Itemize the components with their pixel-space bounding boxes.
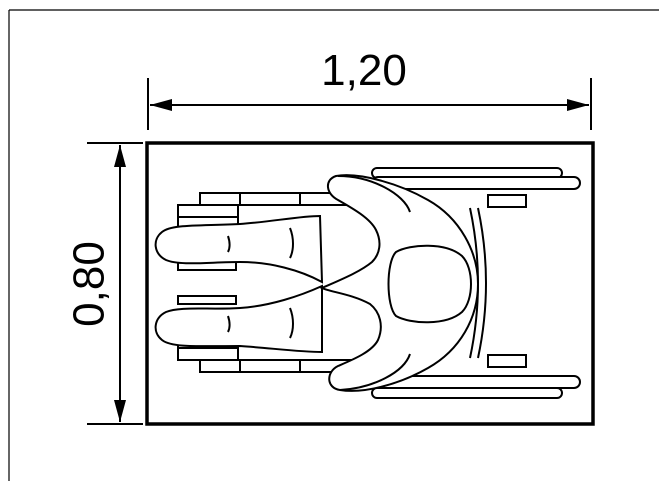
page-border <box>8 9 659 481</box>
person-figure <box>154 174 480 392</box>
depth-arrow-bottom <box>114 400 126 422</box>
width-arrow-right <box>567 99 589 111</box>
depth-label: 0,80 <box>65 241 114 327</box>
depth-dimension <box>87 142 143 425</box>
width-label: 1,20 <box>321 46 407 95</box>
width-dimension <box>147 78 592 130</box>
depth-arrow-top <box>114 145 126 167</box>
width-arrow-left <box>150 99 172 111</box>
